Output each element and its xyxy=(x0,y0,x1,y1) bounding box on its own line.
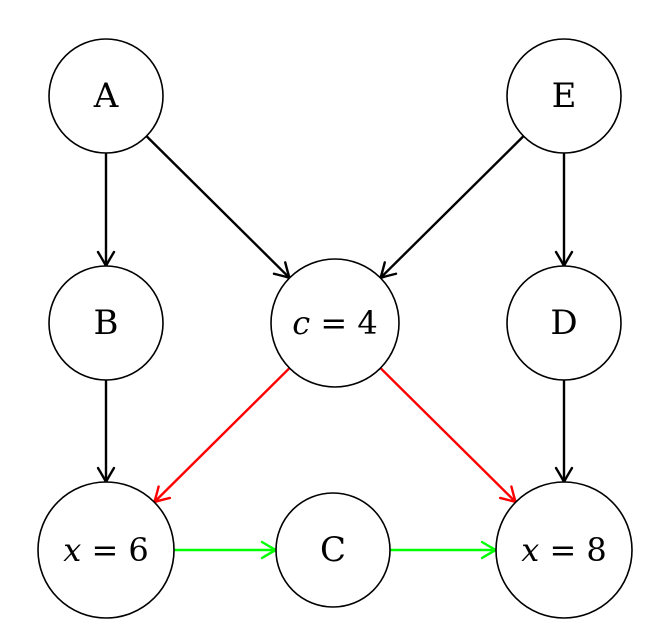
node-x8: x = 8 xyxy=(495,481,633,619)
edge-e-to-c4 xyxy=(379,135,525,280)
node-circle xyxy=(506,38,622,154)
node-circle xyxy=(495,481,633,619)
edge-d-to-x8 xyxy=(554,380,574,484)
node-circle xyxy=(48,265,164,381)
node-label: x = 6 xyxy=(63,531,149,569)
edge-x6-to-c xyxy=(174,540,278,560)
node-label: B xyxy=(94,303,119,343)
node-d: D xyxy=(506,265,622,381)
edge-line xyxy=(379,135,525,279)
node-c4: c = 4 xyxy=(270,258,400,388)
node-e: E xyxy=(506,38,622,154)
node-c: C xyxy=(275,492,391,608)
node-b: B xyxy=(48,265,164,381)
edge-c4-to-x8 xyxy=(379,367,517,504)
edge-a-to-b xyxy=(96,153,116,268)
node-label: D xyxy=(550,303,577,343)
edge-line xyxy=(379,367,517,503)
edge-b-to-x6 xyxy=(96,380,116,484)
node-circle xyxy=(37,481,175,619)
edge-line xyxy=(153,367,291,503)
node-label: x = 8 xyxy=(521,531,607,569)
node-circle xyxy=(270,258,400,388)
node-circle xyxy=(48,38,164,154)
node-circle xyxy=(275,492,391,608)
node-label: c = 4 xyxy=(292,304,377,342)
node-label: E xyxy=(552,76,577,116)
node-circle xyxy=(506,265,622,381)
node-label: C xyxy=(320,530,346,570)
edge-a-to-c4 xyxy=(145,135,291,280)
edge-e-to-d xyxy=(554,153,574,268)
edge-line xyxy=(145,135,291,279)
edge-c4-to-x6 xyxy=(153,367,291,504)
node-label: A xyxy=(93,76,119,116)
edge-c-to-x8 xyxy=(390,540,498,560)
node-a: A xyxy=(48,38,164,154)
node-x6: x = 6 xyxy=(37,481,175,619)
